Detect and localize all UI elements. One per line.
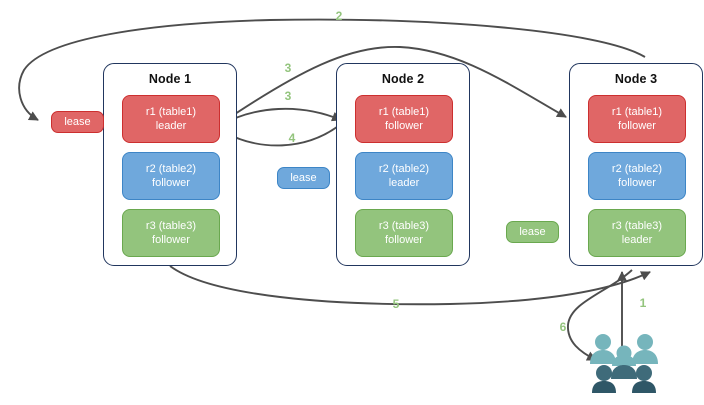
edge-label-3a: 3: [284, 61, 292, 75]
node-box-3[interactable]: Node 3 r1 (table1) follower r2 (table2) …: [569, 63, 703, 266]
replica-name: r1 (table1): [378, 106, 430, 118]
lease-box-r2[interactable]: lease: [277, 167, 330, 189]
lease-label: lease: [290, 171, 317, 184]
node-box-1[interactable]: Node 1 r1 (table1) leader r2 (table2) fo…: [103, 63, 237, 266]
replica-role: leader: [621, 234, 653, 246]
replica-r2-table2[interactable]: r2 (table2) follower: [588, 152, 686, 200]
edge-label-1: 1: [639, 296, 647, 310]
replica-name: r1 (table1): [611, 106, 663, 118]
replica-name: r3 (table3): [611, 220, 663, 232]
replica-name: r1 (table1): [145, 106, 197, 118]
edge-label-4: 4: [288, 131, 296, 145]
lease-box-r3[interactable]: lease: [506, 221, 559, 243]
node-box-2[interactable]: Node 2 r1 (table1) follower r2 (table2) …: [336, 63, 470, 266]
replica-role: follower: [152, 234, 190, 246]
edge-label-3b: 3: [284, 89, 292, 103]
replica-role: follower: [618, 177, 656, 189]
replica-r1-table1[interactable]: r1 (table1) follower: [355, 95, 453, 143]
replica-name: r2 (table2): [378, 163, 430, 175]
edge-step-3-to-node2: [220, 107, 342, 126]
replica-r3-table3[interactable]: r3 (table3) follower: [355, 209, 453, 257]
replica-r3-table3[interactable]: r3 (table3) leader: [588, 209, 686, 257]
node-title: Node 2: [381, 72, 425, 86]
edge-label-5: 5: [392, 297, 400, 311]
replica-role: follower: [385, 120, 423, 132]
replica-r2-table2[interactable]: r2 (table2) follower: [122, 152, 220, 200]
users-icon[interactable]: [588, 331, 660, 393]
replica-role: follower: [618, 120, 656, 132]
replica-name: r3 (table3): [145, 220, 197, 232]
lease-label: lease: [519, 225, 546, 238]
replica-r1-table1[interactable]: r1 (table1) leader: [122, 95, 220, 143]
node-title: Node 3: [614, 72, 658, 86]
replica-r2-table2[interactable]: r2 (table2) leader: [355, 152, 453, 200]
node-title: Node 1: [148, 72, 192, 86]
replica-role: leader: [388, 177, 420, 189]
replica-role: follower: [152, 177, 190, 189]
replica-role: follower: [385, 234, 423, 246]
replica-role: leader: [155, 120, 187, 132]
replica-r1-table1[interactable]: r1 (table1) follower: [588, 95, 686, 143]
replica-name: r2 (table2): [611, 163, 663, 175]
lease-label: lease: [64, 115, 91, 128]
replica-r3-table3[interactable]: r3 (table3) follower: [122, 209, 220, 257]
edge-label-6: 6: [559, 320, 567, 334]
edge-step-5: [169, 265, 651, 306]
replica-name: r2 (table2): [145, 163, 197, 175]
lease-box-r1[interactable]: lease: [51, 111, 104, 133]
replica-name: r3 (table3): [378, 220, 430, 232]
edge-label-2: 2: [335, 9, 343, 23]
